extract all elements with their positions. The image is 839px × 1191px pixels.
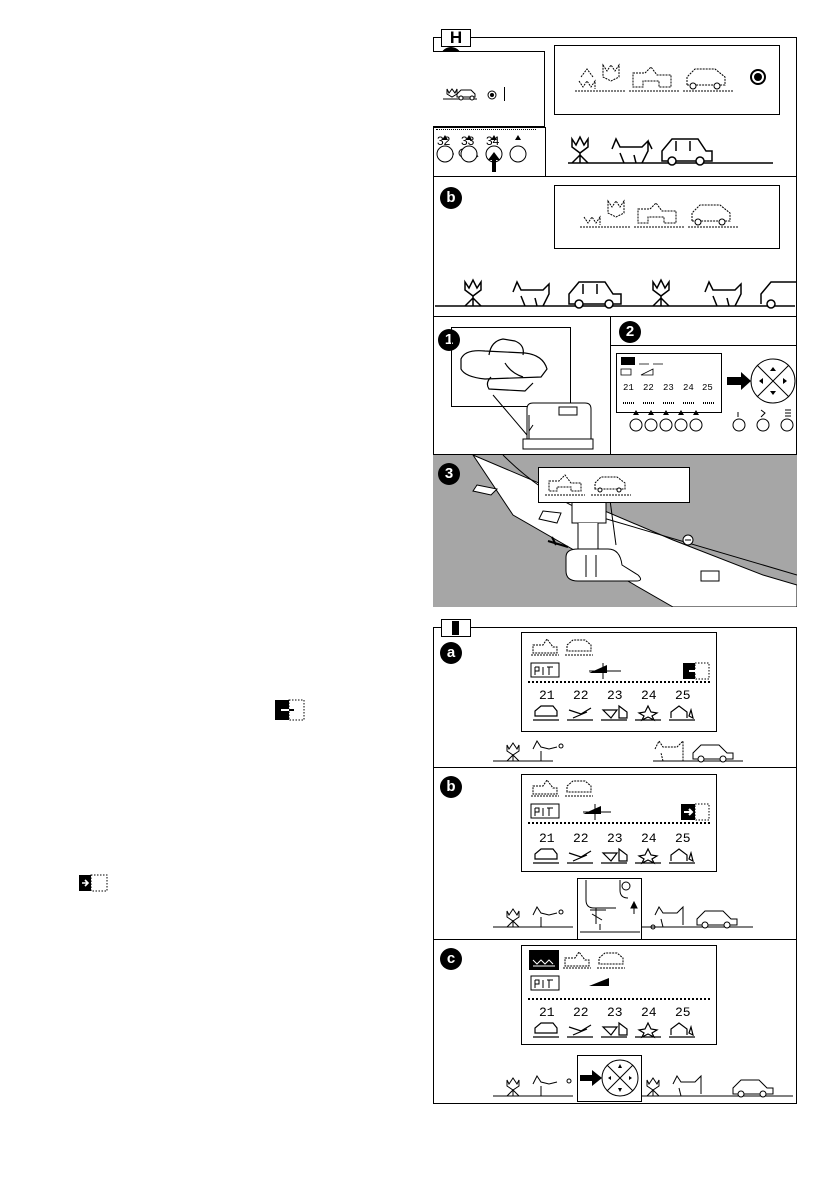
dog-icon [612, 139, 652, 163]
pattern-sequence-pixel [573, 63, 773, 103]
stitch-number: 23 [663, 383, 674, 393]
cursor-line [504, 87, 505, 101]
stitch-number: 21 [539, 831, 555, 846]
section-h-panel-a: a 32 33 34 [433, 37, 797, 177]
stitch-number: 24 [683, 383, 694, 393]
stitch-number: 21 [539, 1005, 555, 1020]
stitch-number: 22 [573, 1005, 589, 1020]
stitch-icons-row [531, 704, 711, 722]
section-h-panel-b: b [433, 177, 797, 317]
dotted-divider [528, 822, 710, 824]
car-icon [455, 89, 479, 101]
step-marker: 2 [619, 321, 641, 343]
stitch-number: 23 [607, 1005, 623, 1020]
navigation-wheel-icon [727, 357, 797, 407]
stitch-number: 23 [607, 688, 623, 703]
stitch-number: 24 [641, 1005, 657, 1020]
section-h-step-2: 2 21 22 23 24 25 [611, 317, 797, 455]
panel-marker: a [440, 642, 462, 664]
lcd-top-row [529, 950, 719, 1000]
dotted-divider [528, 681, 710, 683]
sewn-pattern-result [435, 270, 795, 310]
presser-foot-icon [455, 333, 565, 403]
section-h-step-3: 3 [433, 455, 797, 607]
stitch-number: 21 [539, 688, 555, 703]
stitch-number: 23 [607, 831, 623, 846]
stitch-number: 21 [623, 383, 634, 393]
memory-button-outline-icon [79, 875, 109, 891]
sewn-pattern-result [568, 129, 778, 169]
header-divider [611, 345, 797, 346]
section-i-panel-c: c 21 22 23 24 25 [433, 940, 797, 1104]
panel-marker: b [440, 187, 462, 209]
stitch-number: 22 [573, 831, 589, 846]
stitch-number: 25 [675, 1005, 691, 1020]
stitch-number: 22 [643, 383, 654, 393]
sewing-machine-icon [493, 395, 593, 455]
section-i-panel-a: a 21 22 23 24 25 [433, 627, 797, 768]
sewn-pattern-result [493, 735, 793, 765]
stitch-icons-row [531, 1021, 711, 1039]
panel-marker: b [440, 776, 462, 798]
pattern-sequence-pixel [543, 471, 643, 501]
sewn-pattern-result [493, 1062, 793, 1102]
memory-dot-icon [487, 90, 497, 100]
stitch-number: 22 [573, 688, 589, 703]
section-h-step-1: 1 [433, 317, 611, 455]
selection-buttons [433, 132, 543, 182]
stitch-icons-row [621, 395, 721, 405]
dotted-divider [528, 998, 710, 1000]
stitch-number: 24 [641, 688, 657, 703]
stitch-number: 25 [675, 831, 691, 846]
memory-button-icon [275, 700, 305, 720]
panel-marker: c [440, 948, 462, 970]
lcd-content-small [621, 357, 721, 377]
sewn-pattern-result [493, 893, 793, 933]
selection-buttons [611, 409, 797, 439]
lcd-top-row [529, 778, 719, 828]
stitch-icons-row [531, 847, 711, 865]
pattern-sequence-pixel [578, 199, 748, 239]
stitch-number: 24 [641, 831, 657, 846]
stitch-number: 25 [675, 688, 691, 703]
lcd-top-row [529, 637, 719, 687]
stitch-number: 25 [702, 383, 713, 393]
tulip-icon [572, 137, 588, 163]
section-i-panel-b: b 21 22 23 24 25 [433, 768, 797, 940]
